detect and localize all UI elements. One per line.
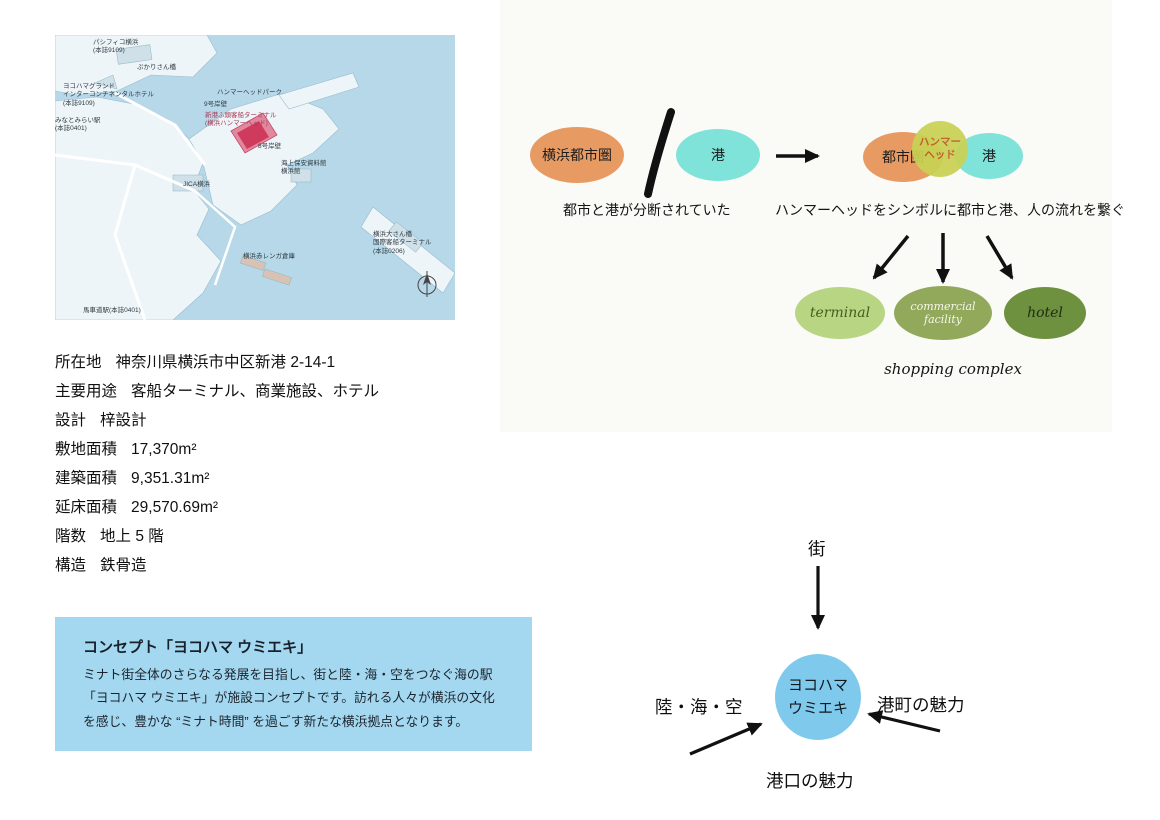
map-building-hotel: [94, 74, 118, 90]
city-region-label: 横浜都市圏: [542, 146, 612, 163]
spec-label: 構造: [55, 557, 87, 574]
spec-row: 敷地面積 17,370m²: [55, 435, 475, 464]
branch-arrow-left: [872, 234, 910, 280]
spec-value: 客船ターミナル、商業施設、ホテル: [131, 383, 380, 400]
map-osanbashi-pier: [360, 206, 455, 294]
map-terminal-highlight: [237, 121, 269, 149]
hub-center-circle: ヨコハマ ウミエキ: [775, 654, 861, 740]
spec-row: 所在地神奈川県横浜市中区新港 2-14-1: [55, 348, 475, 377]
spec-value: 29,570.69m²: [131, 499, 219, 516]
hub-label-town: 街: [808, 539, 826, 559]
map-shinko-pier: [188, 92, 340, 226]
hub-center-label: ヨコハマ ウミエキ: [787, 676, 848, 717]
port-label: 港: [711, 146, 725, 163]
spec-row: 設計梓設計: [55, 406, 475, 435]
spec-row: 構造鉄骨造: [55, 551, 475, 580]
map-building-pacifico: [115, 44, 153, 65]
spec-label: 所在地: [55, 354, 102, 371]
flow-diagram: 横浜都市圏 港 都市と港が分断されていた 都市圏 港 ハンマー ヘッド ハンマー…: [500, 0, 1125, 432]
caption-before: 都市と港が分断されていた: [563, 202, 731, 218]
map-building-osanbashi-terminal: [388, 221, 424, 253]
spec-value: 9,351.31m²: [131, 470, 210, 487]
map-building-redbrick-1: [240, 255, 266, 271]
spec-row: 建築面積 9,351.31m²: [55, 464, 475, 493]
site-map-graphic: [55, 35, 455, 320]
compass-icon: [417, 271, 437, 297]
spec-label: 延床面積: [55, 499, 118, 516]
hammerhead-ellipse: ハンマー ヘッド: [912, 121, 968, 177]
branch-arrow-right: [985, 235, 1014, 280]
hotel-ellipse: hotel: [1004, 287, 1086, 339]
spec-label: 設計: [55, 412, 87, 429]
map-road: [194, 190, 237, 286]
map-building-coastguard: [290, 168, 312, 183]
spec-row: 延床面積 29,570.69m²: [55, 493, 475, 522]
hub-label-land-sea-air: 陸・海・空: [655, 697, 743, 717]
site-map: パシフィコ横浜 (本誌9109)ぷかりさん橋ヨコハマグランド インターコンチネン…: [55, 35, 455, 320]
port-ellipse: 港: [676, 129, 760, 181]
spec-value: 神奈川県横浜市中区新港 2-14-1: [115, 354, 336, 371]
commercial-facility-ellipse: commercial facility: [894, 286, 992, 340]
spec-label: 階数: [55, 528, 87, 545]
hotel-label: hotel: [1027, 304, 1063, 321]
hammerhead-label: ハンマー ヘッド: [919, 136, 961, 161]
spec-row: 主要用途客船ターミナル、商業施設、ホテル: [55, 377, 475, 406]
caption-after: ハンマーヘッドをシンボルに都市と港、人の流れを繋ぐ: [775, 202, 1125, 218]
spec-row: 階数地上 5 階: [55, 522, 475, 551]
divider-slash: [644, 108, 675, 198]
spec-label: 敷地面積: [55, 441, 118, 458]
map-building-redbrick-2: [262, 268, 292, 286]
spec-label: 建築面積: [55, 470, 118, 487]
hub-arrows: [689, 566, 941, 756]
shopping-complex-note: shopping complex: [884, 360, 1022, 378]
port-after-label: 港: [982, 147, 996, 164]
concept-box: コンセプト「ヨコハマ ウミエキ」 ミナト街全体のさらなる発展を目指し、街と陸・海…: [55, 617, 532, 751]
hub-arrow-left: [689, 722, 763, 756]
spec-value: 17,370m²: [131, 441, 197, 458]
commercial-facility-label: commercial facility: [910, 299, 976, 326]
hub-label-port-charm: 港口の魅力: [766, 771, 854, 791]
map-road: [113, 164, 147, 320]
terminal-label: terminal: [809, 304, 871, 321]
spec-value: 鉄骨造: [100, 557, 147, 574]
map-road: [114, 91, 207, 166]
spec-value: 地上 5 階: [100, 528, 164, 545]
flow-arrows: [644, 108, 1014, 284]
concept-body: ミナト街全体のさらなる発展を目指し、街と陸・海・空をつなぐ海の駅 「ヨコハマ ウ…: [83, 667, 495, 729]
concept-title: コンセプト「ヨコハマ ウミエキ」: [83, 639, 313, 656]
hub-arrow-right: [867, 710, 941, 733]
map-hammerhead-wharf: [278, 72, 360, 110]
city-region-ellipse: 横浜都市圏: [530, 127, 624, 183]
hub-diagram: 街 陸・海・空 港町の魅力 港口の魅力 ヨコハマ ウミエキ: [600, 530, 1040, 810]
hub-label-port-town-charm: 港町の魅力: [877, 695, 965, 715]
spec-label: 主要用途: [55, 383, 118, 400]
spec-value: 梓設計: [100, 412, 147, 429]
map-land-north: [55, 35, 218, 96]
terminal-ellipse: terminal: [795, 287, 885, 339]
